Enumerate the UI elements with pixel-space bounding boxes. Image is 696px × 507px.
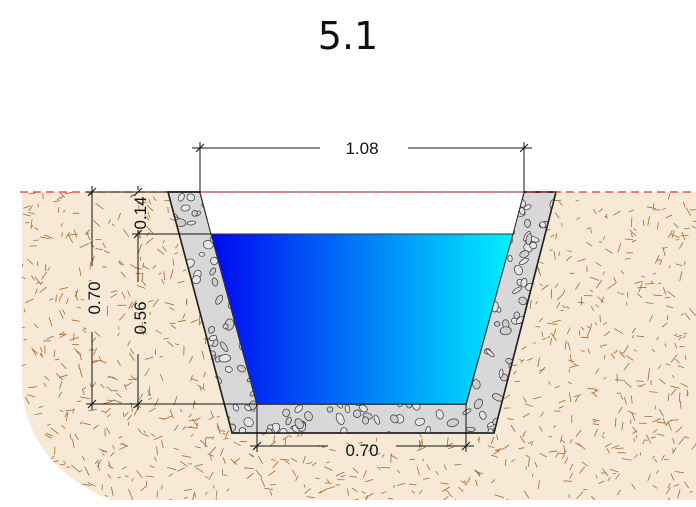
water-depth-dimension: 0.56 (131, 301, 150, 410)
diagram-title: 5.1 (317, 14, 379, 58)
freeboard-label: 0.14 (131, 196, 150, 229)
water-body (210, 233, 514, 405)
top-width-label: 1.08 (345, 139, 378, 158)
total-depth-label: 0.70 (85, 281, 104, 314)
top-width-dimension: 1.08 (192, 139, 532, 192)
water-depth-label: 0.56 (131, 301, 150, 334)
freeboard-area (199, 191, 525, 235)
bottom-width-label: 0.70 (345, 441, 378, 460)
total-depth-dimension: 0.70 (85, 186, 257, 410)
freeboard-dimension: 0.14 (131, 186, 211, 282)
bottom-width-dimension: 0.70 (250, 404, 474, 460)
